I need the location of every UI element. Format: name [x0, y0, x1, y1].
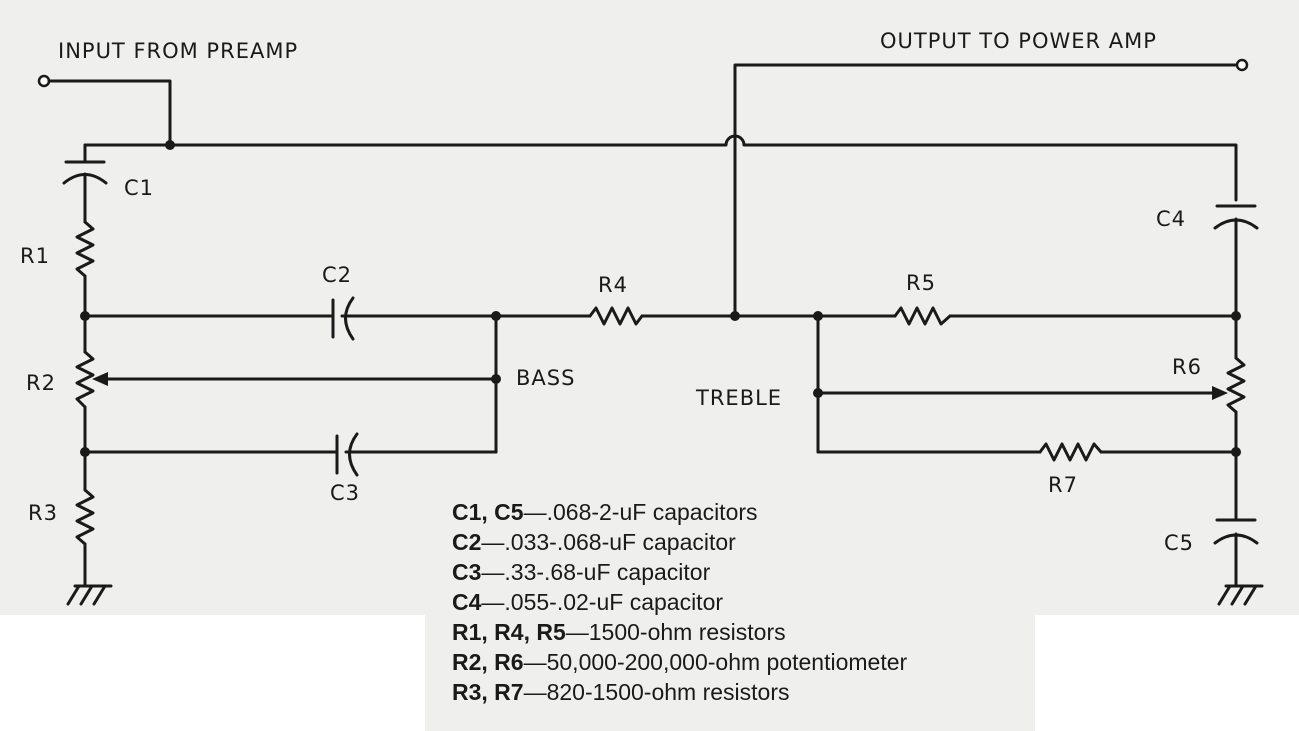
legend-value: —50,000-200,000-ohm potentiometer [523, 649, 908, 675]
r4-label: R4 [598, 273, 628, 297]
c3-label: C3 [330, 481, 360, 505]
junction-dot [165, 140, 175, 150]
legend-item: C3—.33-.68-uF capacitor [452, 557, 907, 587]
legend-key: R2, R6 [452, 649, 524, 675]
ground-hatch [1243, 584, 1258, 606]
legend-value: —.068-2-uF capacitors [523, 499, 758, 525]
r6-wiper-arrow [1212, 386, 1228, 400]
top-bus-wire [83, 134, 1238, 202]
c1-label: C1 [124, 176, 154, 200]
treble-label: TREBLE [695, 386, 782, 410]
output-label: OUTPUT TO POWER AMP [880, 29, 1157, 53]
paper-background-extension [425, 615, 1035, 731]
r4-resistor [588, 306, 644, 326]
r1-resistor [75, 220, 95, 278]
legend-key: R1, R4, R5 [452, 619, 566, 645]
r5-label: R5 [906, 271, 936, 295]
c3-plate-curved [348, 432, 359, 477]
legend-key: C2 [452, 529, 482, 555]
legend-value: —.033-.068-uF capacitor [481, 529, 736, 555]
r5-resistor [893, 306, 952, 326]
legend-key: C3 [452, 559, 482, 585]
r2-label: R2 [26, 371, 56, 395]
ground-hatch [92, 584, 107, 606]
legend-item: R1, R4, R5—1500-ohm resistors [452, 617, 907, 647]
legend-key: C1, C5 [452, 499, 524, 525]
r3-resistor [75, 488, 95, 546]
legend-item: C2—.033-.068-uF capacitor [452, 527, 907, 557]
legend-value: —.33-.68-uF capacitor [481, 559, 711, 585]
c2-plate-curved [344, 296, 355, 341]
input-label: INPUT FROM PREAMP [58, 39, 298, 63]
ground-hatch [66, 584, 81, 606]
r7-resistor [1038, 442, 1103, 462]
legend-value: —.055-.02-uF capacitor [481, 589, 724, 615]
ground-hatch [1230, 584, 1245, 606]
bass-label: BASS [516, 366, 575, 390]
r6-label: R6 [1172, 355, 1202, 379]
legend-key: R3, R7 [452, 679, 524, 705]
legend-value: —820-1500-ohm resistors [523, 679, 790, 705]
input-lead-wire [47, 79, 172, 147]
output-lead-wire [733, 63, 1239, 318]
legend-item: R2, R6—50,000-200,000-ohm potentiometer [452, 647, 907, 677]
paper-background [0, 0, 1299, 615]
output-terminal [1235, 58, 1249, 72]
ground-hatch [1217, 584, 1232, 606]
ground-hatch [79, 584, 94, 606]
legend-item: R3, R7—820-1500-ohm resistors [452, 677, 907, 707]
legend-item: C1, C5—.068-2-uF capacitors [452, 497, 907, 527]
c2-label: C2 [322, 263, 352, 287]
r3-label: R3 [28, 501, 58, 525]
r2-potentiometer [75, 350, 95, 409]
c4-label: C4 [1156, 207, 1186, 231]
r7-label: R7 [1048, 473, 1078, 497]
c5-label: C5 [1164, 531, 1194, 555]
component-legend: C1, C5—.068-2-uF capacitors C2—.033-.068… [452, 497, 907, 707]
legend-value: —1500-ohm resistors [565, 619, 786, 645]
r6-potentiometer [1226, 356, 1246, 414]
legend-item: C4—.055-.02-uF capacitor [452, 587, 907, 617]
r2-wiper-arrow [92, 372, 108, 386]
r1-label: R1 [20, 244, 50, 268]
legend-key: C4 [452, 589, 482, 615]
